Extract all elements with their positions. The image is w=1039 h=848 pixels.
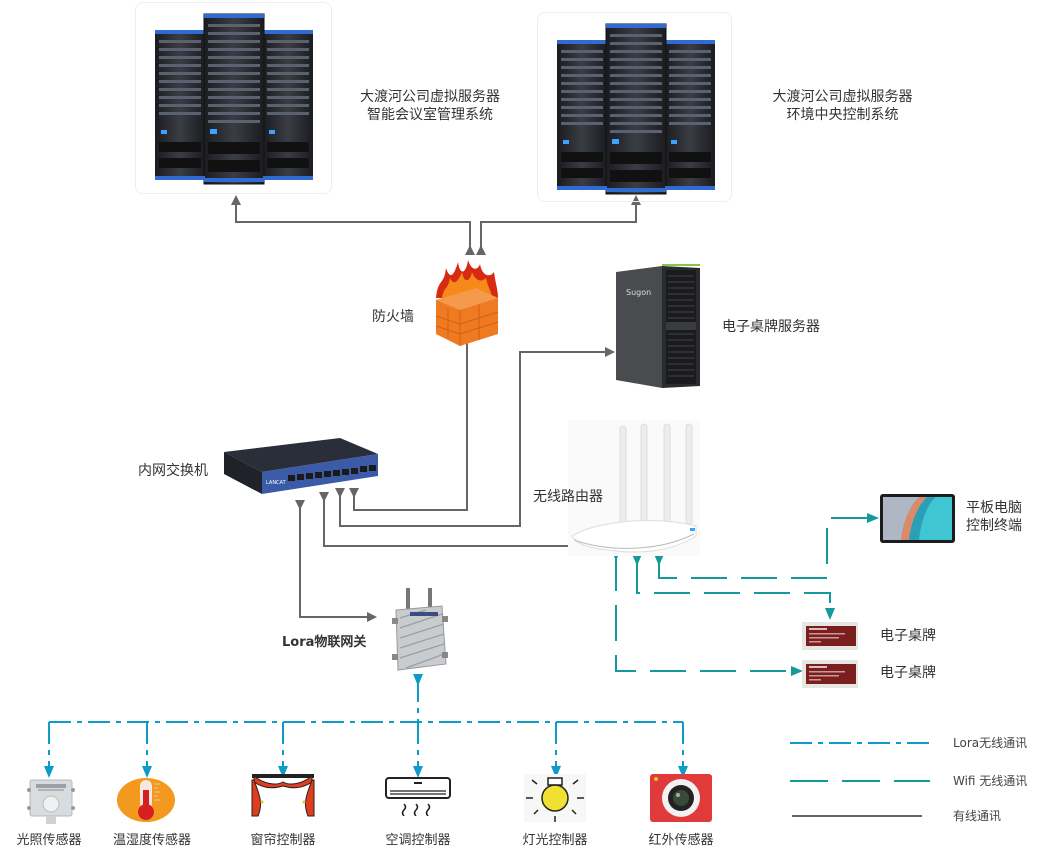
device-label-light-sensor: 光照传感器 [16, 833, 82, 848]
wire-firewall-server2 [476, 195, 641, 255]
server1-label: 大渡河公司虚拟服务器 智能会议室管理系统 [345, 88, 515, 124]
desk-sign-server-label: 电子桌牌服务器 [722, 319, 820, 335]
server1-line2: 智能会议室管理系统 [367, 107, 493, 123]
device-label-lamp: 灯光控制器 [522, 833, 588, 848]
desk-sign-icon [802, 660, 858, 688]
firewall-icon [435, 260, 499, 346]
legend-wifi-label: Wifi 无线通讯 [953, 774, 1028, 788]
wifi-router-desksign2 [611, 549, 803, 676]
device-label-thermometer: 温湿度传感器 [112, 833, 191, 848]
server1-line1: 大渡河公司虚拟服务器 [360, 89, 500, 105]
router-label: 无线路由器 [533, 489, 603, 505]
legend-wired-label: 有线通讯 [953, 809, 1002, 823]
legend-wired-swatch [792, 815, 922, 817]
network-switch-icon: LANCAT [224, 438, 378, 494]
light-bulb-icon [524, 774, 586, 822]
lora-gateway-label: Lora物联网关 [282, 635, 367, 650]
server2-line2: 环境中央控制系统 [786, 107, 899, 123]
legend-wifi-swatch [790, 780, 930, 782]
device-label-infrared: 红外传感器 [648, 833, 714, 848]
light-sensor-icon [27, 779, 75, 824]
lora-links [44, 674, 688, 778]
desk-sign-icon [802, 622, 858, 650]
wireless-router-icon [568, 420, 700, 556]
tablet-line1: 平板电脑 [966, 500, 1022, 516]
legend: Lora无线通讯 Wifi 无线通讯 有线通讯 [780, 730, 1039, 830]
wire-firewall-server1 [231, 195, 475, 255]
server1-frame [135, 2, 332, 194]
legend-lora-swatch [790, 742, 930, 744]
wire-switch-lora [295, 500, 377, 622]
switch-label: 内网交换机 [138, 463, 208, 479]
device-label-curtain: 窗帘控制器 [250, 833, 316, 848]
tablet-label: 平板电脑 控制终端 [966, 499, 1022, 535]
switch-brand: LANCAT [266, 480, 287, 486]
server2-line1: 大渡河公司虚拟服务器 [772, 89, 913, 105]
tower-server-icon: Sugon [616, 264, 700, 388]
device-label-ac: 空调控制器 [385, 833, 451, 848]
thermometer-icon [117, 778, 175, 822]
wifi-router-desksign1 [632, 554, 835, 620]
desk-sign-2-label: 电子桌牌 [880, 665, 936, 681]
server2-frame [537, 12, 732, 202]
air-conditioner-icon [385, 777, 451, 816]
server-rack-icon [155, 13, 313, 185]
server-rack-icon [557, 23, 715, 195]
lora-gateway-icon [392, 588, 448, 671]
tablet-line2: 控制终端 [966, 518, 1022, 534]
curtain-icon [251, 774, 315, 817]
tablet-icon [880, 494, 955, 543]
desk-sign-1-label: 电子桌牌 [880, 628, 936, 644]
firewall-label: 防火墙 [372, 309, 414, 325]
legend-lora-label: Lora无线通讯 [953, 736, 1028, 750]
server-brand: Sugon [626, 288, 651, 297]
server2-label: 大渡河公司虚拟服务器 环境中央控制系统 [755, 88, 930, 124]
infrared-camera-icon [650, 774, 712, 822]
